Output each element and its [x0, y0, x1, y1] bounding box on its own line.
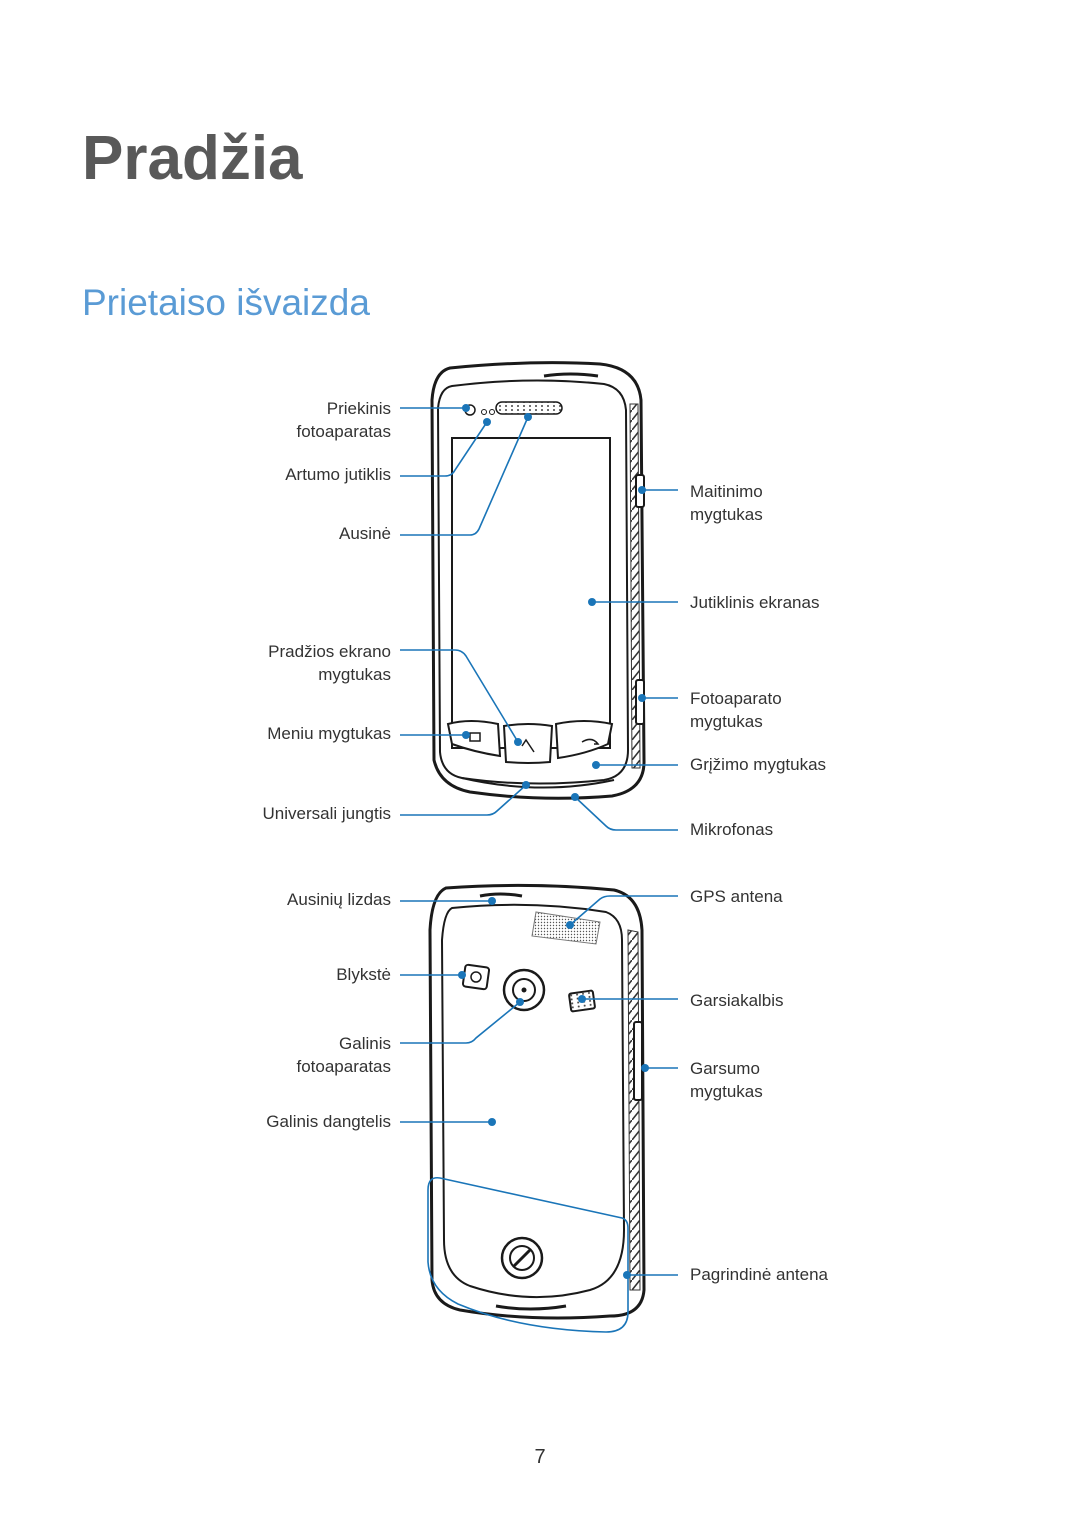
front-callouts: [400, 407, 678, 831]
front-phone-illustration: [430, 361, 646, 800]
label-menu-button: Meniu mygtukas: [267, 724, 391, 743]
label-touch-screen: Jutiklinis ekranas: [690, 593, 820, 612]
label-gps-antenna: GPS antena: [690, 887, 783, 906]
label-speaker: Garsiakalbis: [690, 991, 784, 1010]
section-title: Prietaiso išvaizda: [82, 282, 370, 323]
label-microphone: Mikrofonas: [690, 820, 774, 839]
front-callout-dots: [462, 404, 646, 801]
label-proximity-sensor: Artumo jutiklis: [285, 465, 391, 484]
label-rear-camera: Galinis fotoaparatas: [296, 1034, 391, 1076]
back-callout-dots: [458, 897, 649, 1279]
label-back-button: Grįžimo mygtukas: [690, 755, 827, 774]
label-main-antenna: Pagrindinė antena: [690, 1265, 829, 1284]
label-front-camera: Priekinis fotoaparatas: [296, 399, 391, 441]
label-back-cover: Galinis dangtelis: [266, 1112, 391, 1131]
page-number: 7: [534, 1446, 546, 1468]
chapter-title: Pradžia: [82, 124, 303, 193]
earpiece-grille: [495, 401, 563, 415]
touch-screen-area: [451, 437, 611, 749]
back-phone-illustration: [428, 883, 646, 1320]
label-headset-jack: Ausinių lizdas: [287, 890, 391, 909]
label-power-button: Maitinimo mygtukas: [690, 482, 763, 524]
label-flash: Blykstė: [336, 965, 391, 984]
label-multipurpose-jack: Universali jungtis: [262, 804, 392, 823]
label-volume-button: Garsumo mygtukas: [690, 1059, 763, 1101]
back-callouts: [400, 895, 678, 1333]
label-home-button: Pradžios ekrano mygtukas: [268, 642, 391, 684]
gps-antenna-area: [531, 911, 601, 945]
label-earpiece: Ausinė: [339, 524, 391, 543]
label-camera-button: Fotoaparato mygtukas: [690, 689, 782, 731]
flash-unit: [461, 963, 491, 991]
